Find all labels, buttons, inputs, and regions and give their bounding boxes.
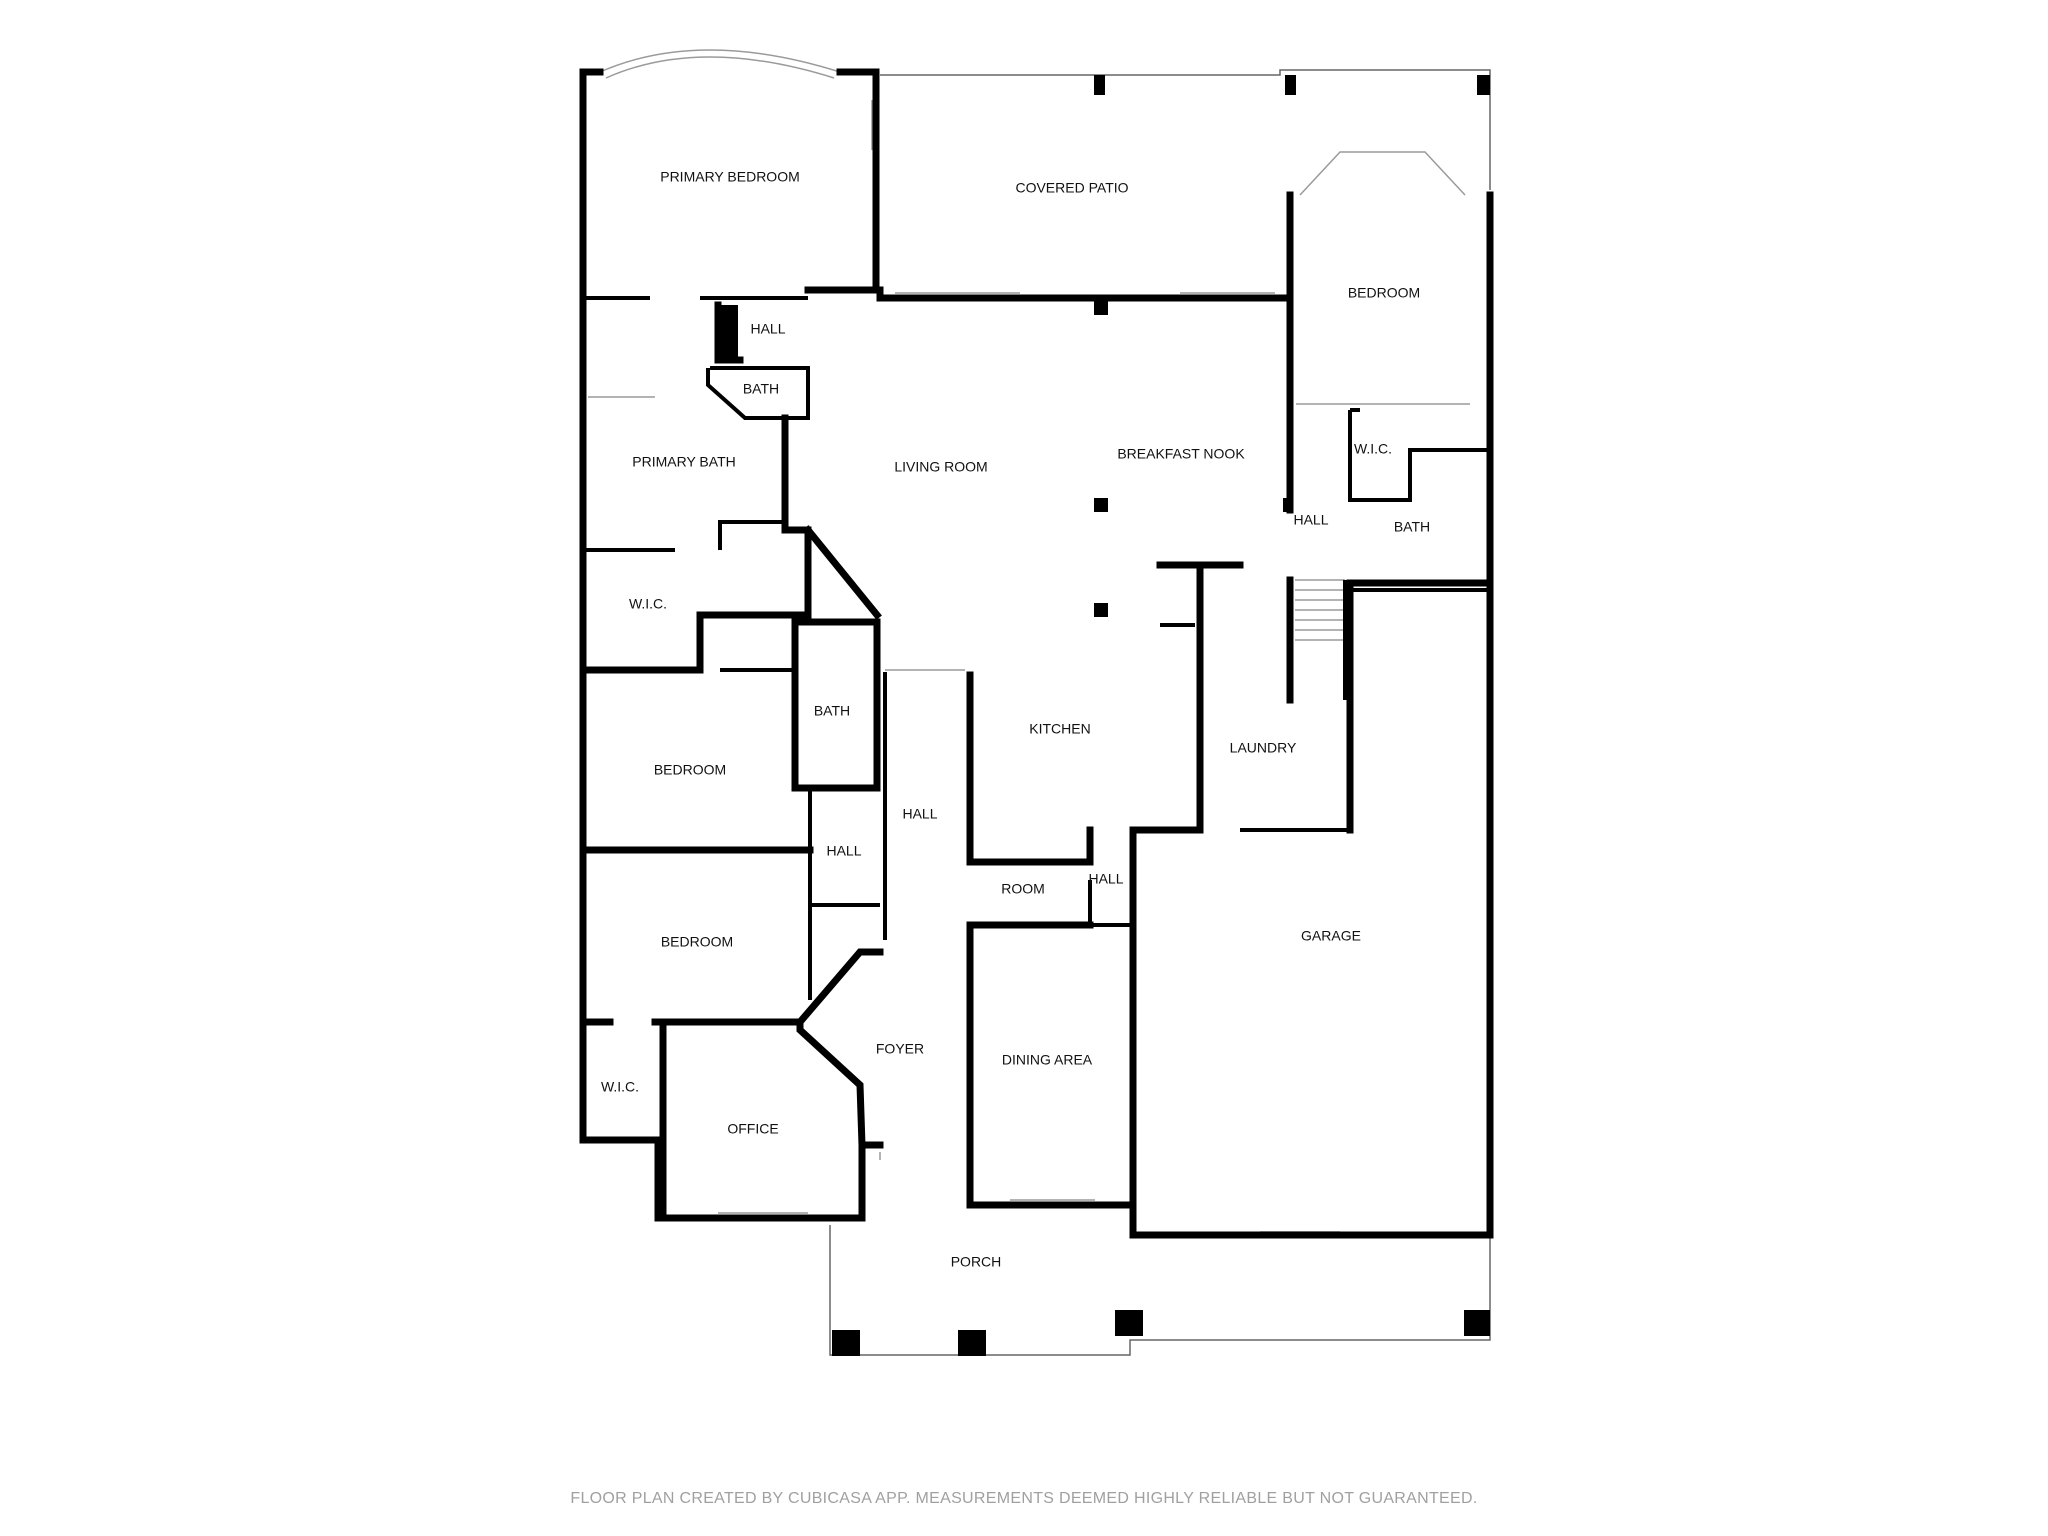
- label-bath-mid: BATH: [814, 703, 850, 719]
- label-wic-ne: W.I.C.: [1354, 441, 1392, 457]
- label-room: ROOM: [1001, 881, 1045, 897]
- label-bedroom-ne: BEDROOM: [1348, 285, 1420, 301]
- label-hall-small: HALL: [826, 843, 861, 859]
- walls: [579, 68, 1494, 1239]
- label-bedroom-sw: BEDROOM: [661, 934, 733, 950]
- label-wic-sw: W.I.C.: [601, 1079, 639, 1095]
- label-office: OFFICE: [727, 1121, 778, 1137]
- label-kitchen: KITCHEN: [1029, 721, 1090, 737]
- room-labels: PRIMARY BEDROOM COVERED PATIO BEDROOM HA…: [601, 169, 1430, 1270]
- label-living-room: LIVING ROOM: [894, 459, 987, 475]
- label-foyer: FOYER: [876, 1041, 924, 1057]
- label-breakfast-nook: BREAKFAST NOOK: [1117, 446, 1245, 462]
- label-primary-bath: PRIMARY BATH: [632, 454, 735, 470]
- columns: [720, 75, 1493, 1356]
- patio-outline: [829, 69, 1491, 1356]
- label-hall-top: HALL: [750, 321, 785, 337]
- label-bedroom-mid: BEDROOM: [654, 762, 726, 778]
- label-garage: GARAGE: [1301, 928, 1361, 944]
- label-primary-bedroom: PRIMARY BEDROOM: [660, 169, 800, 185]
- label-hall-center: HALL: [902, 806, 937, 822]
- label-laundry: LAUNDRY: [1230, 740, 1297, 756]
- label-hall-east: HALL: [1293, 512, 1328, 528]
- label-covered-patio: COVERED PATIO: [1015, 180, 1128, 196]
- label-bath-top: BATH: [743, 381, 779, 397]
- label-porch: PORCH: [951, 1254, 1002, 1270]
- label-wic-west: W.I.C.: [629, 596, 667, 612]
- footer-disclaimer: FLOOR PLAN CREATED BY CUBICASA APP. MEAS…: [570, 1490, 1478, 1507]
- label-dining-area: DINING AREA: [1002, 1052, 1093, 1068]
- label-hall-kitchen: HALL: [1088, 871, 1123, 887]
- label-bath-east: BATH: [1394, 519, 1430, 535]
- stairs-east: [1295, 579, 1345, 641]
